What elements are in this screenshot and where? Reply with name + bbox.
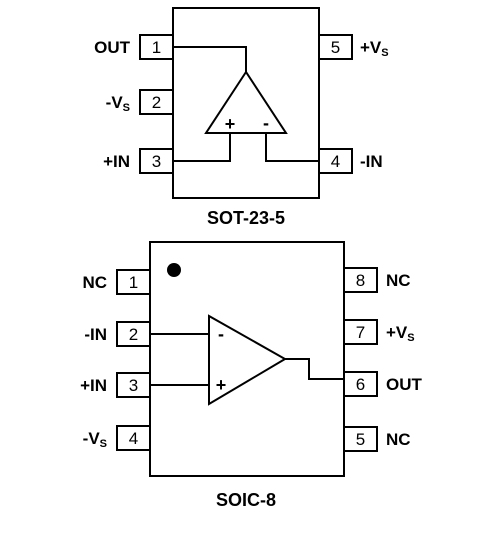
soic8-wire-out [285, 358, 344, 380]
sot23-pin-3-num: 3 [152, 152, 161, 171]
soic8-pin-4-label: -VS [83, 429, 107, 450]
soic8-pin-6-label: OUT [386, 375, 423, 394]
sot23-minus-sign: - [263, 113, 269, 133]
sot23-caption: SOT-23-5 [207, 208, 285, 228]
soic8-pin-8-num: 8 [356, 271, 365, 290]
sot23-pin-5-label-main: +V [360, 38, 382, 57]
sot23-pin-5-label-sub: S [381, 47, 388, 59]
soic8-pin-7-label-sub: S [407, 332, 414, 344]
soic8-pin-4-num: 4 [129, 429, 138, 448]
soic8-pin-5-label: NC [386, 430, 411, 449]
soic8-pin-8-label: NC [386, 271, 411, 290]
sot23-pin-1-num: 1 [152, 38, 161, 57]
sot23-pin-2-box [139, 89, 174, 115]
soic8-pin1-marker-dot [167, 263, 181, 277]
soic8-pin-6-num: 6 [356, 375, 365, 394]
sot23-pin-1-box [139, 34, 174, 60]
soic8-package [116, 241, 378, 477]
sot23-wire-minus [265, 133, 319, 162]
sot23-wire-plus [173, 133, 231, 162]
soic8-pin-2-num: 2 [129, 325, 138, 344]
sot23-wire-out [173, 46, 247, 72]
soic8-pin-8-box [343, 267, 378, 293]
soic8-pin-5-num: 5 [356, 430, 365, 449]
sot23-plus-sign: + [225, 114, 236, 134]
sot23-pin-5-num: 5 [331, 38, 340, 57]
sot23-pin-1-label: OUT [94, 38, 131, 57]
soic8-pin-1-box [116, 269, 151, 295]
soic8-caption: SOIC-8 [216, 490, 276, 510]
soic8-minus-sign: - [218, 324, 224, 344]
soic8-pin-4-label-sub: S [100, 438, 107, 450]
sot23-pin-5-box [318, 34, 353, 60]
soic8-pin-1-label: NC [82, 273, 107, 292]
sot23-pin-2-label: -VS [106, 93, 130, 114]
soic8-pin-1-num: 1 [129, 273, 138, 292]
soic8-plus-sign: + [216, 375, 227, 395]
soic8-pin-3-num: 3 [129, 376, 138, 395]
soic8-pin-6-box [343, 371, 378, 397]
soic8-pin-4-box [116, 425, 151, 451]
sot23-package [139, 7, 353, 199]
sot23-pin-2-label-sub: S [123, 102, 130, 114]
soic8-pin-2-label: -IN [84, 325, 107, 344]
soic8-pin-7-label-main: +V [386, 323, 408, 342]
sot23-pin-2-num: 2 [152, 93, 161, 112]
sot23-opamp-symbol [204, 70, 288, 134]
sot23-pin-3-label: +IN [103, 152, 130, 171]
sot23-pin-4-label: -IN [360, 152, 383, 171]
soic8-pin-7-box [343, 319, 378, 345]
sot23-pin-2-label-main: -V [106, 93, 124, 112]
sot23-pin-5-label: +VS [360, 38, 389, 59]
soic8-pin-7-num: 7 [356, 323, 365, 342]
soic8-pin-5-box [343, 426, 378, 452]
sot23-pin-4-num: 4 [331, 152, 340, 171]
soic8-pin-7-label: +VS [386, 323, 415, 344]
soic8-pin-4-label-main: -V [83, 429, 101, 448]
soic8-opamp-symbol [208, 314, 287, 406]
soic8-pin-3-label: +IN [80, 376, 107, 395]
